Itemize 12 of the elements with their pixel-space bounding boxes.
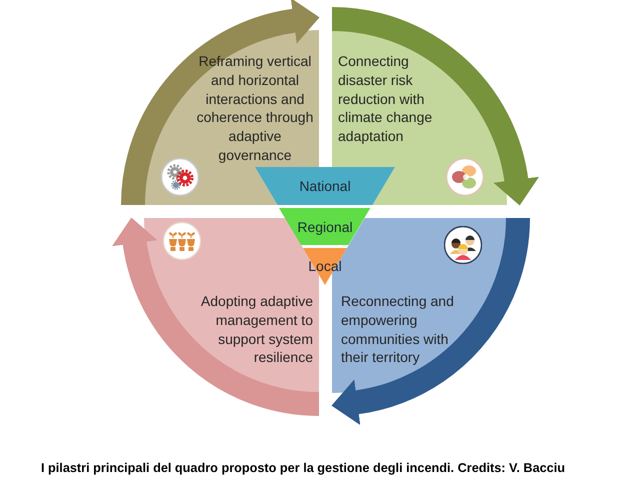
- curved-arrow: [112, 218, 320, 416]
- sector-text: Adopting adaptive management to support system resilience: [200, 292, 313, 368]
- sector-text: Reconnecting and empowering communities with their territory: [341, 292, 455, 368]
- level-band: [255, 167, 395, 205]
- level-label: National: [299, 176, 351, 196]
- curved-arrow: [332, 217, 530, 425]
- caption: I pilastri principali del quadro proposto per la gestione degli incendi. Credits: V. Bacciu: [40, 460, 566, 477]
- level-band: [279, 208, 371, 245]
- level-label: Regional: [297, 218, 353, 236]
- sector-text: Reframing vertical and horizontal interactions and coherence through adaptive governance: [196, 52, 314, 165]
- sector-text: Connecting disaster risk reduction with climate change adaptation: [338, 52, 434, 146]
- curved-arrow: [121, 0, 320, 206]
